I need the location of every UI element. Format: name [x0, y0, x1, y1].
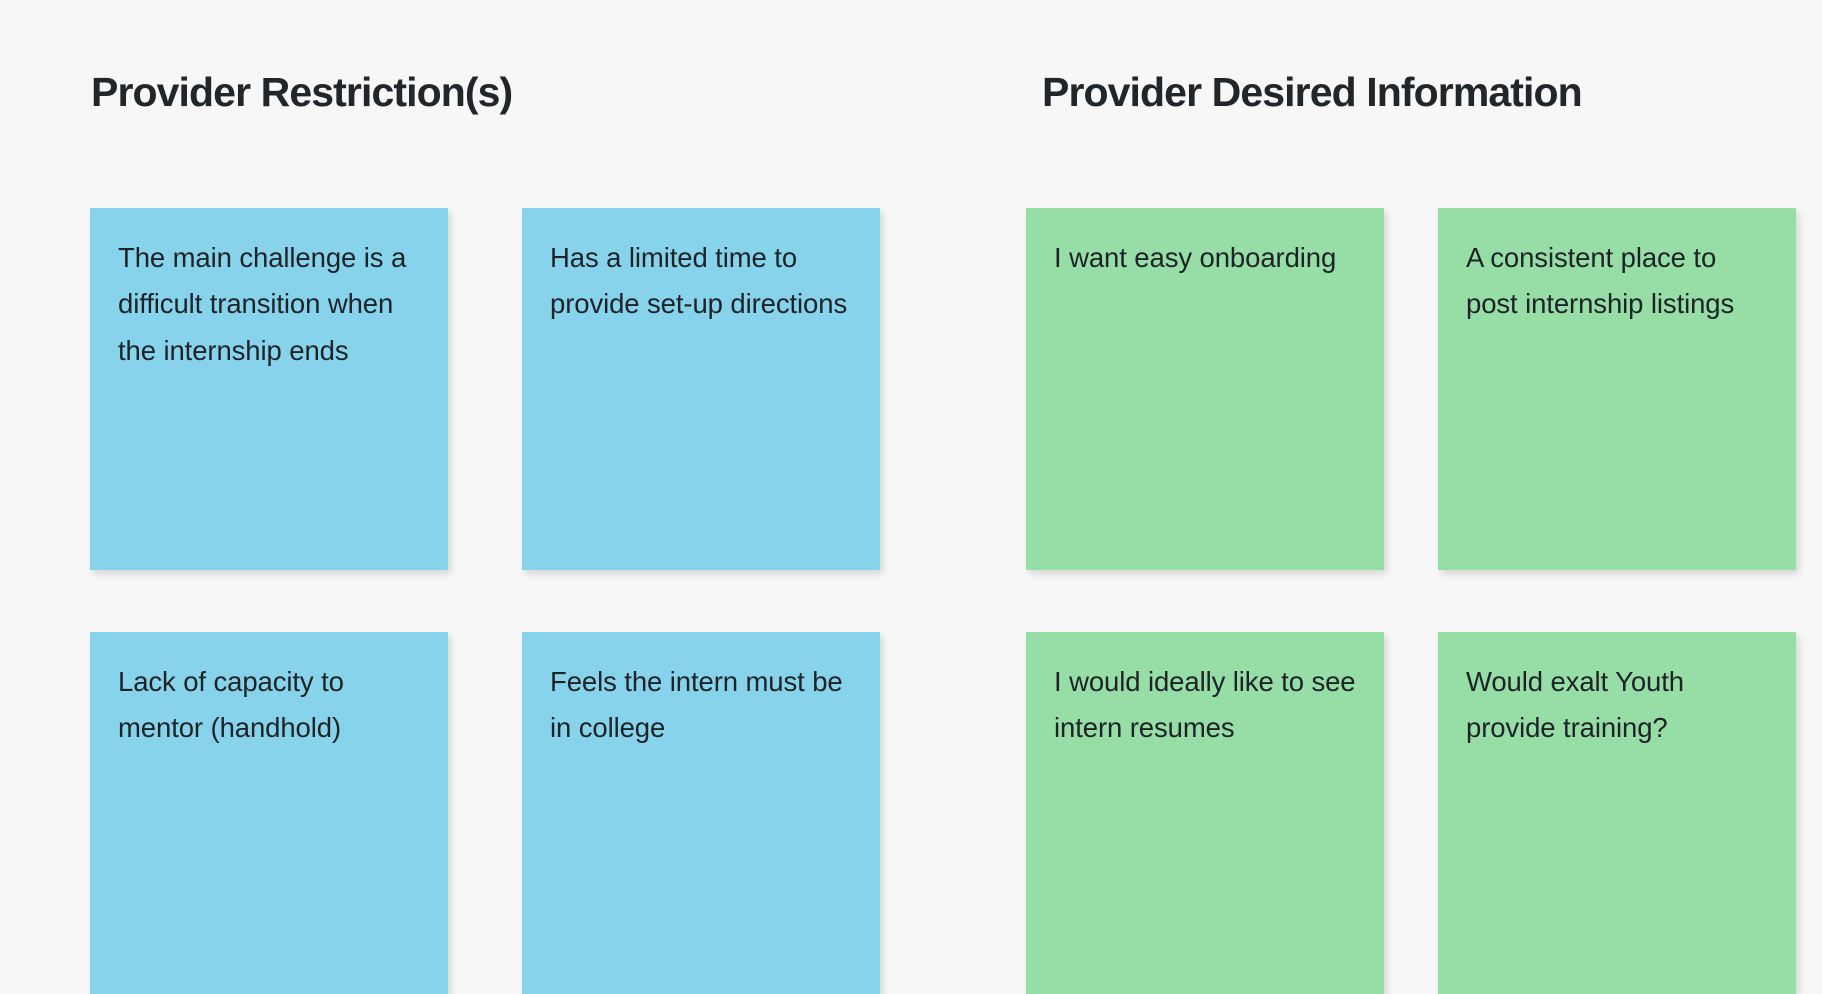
- sticky-note-restriction-3[interactable]: Lack of capacity to mentor (handhold): [90, 632, 448, 994]
- sticky-note-restriction-1[interactable]: The main challenge is a difficult transi…: [90, 208, 448, 570]
- sticky-note-text: I want easy onboarding: [1054, 242, 1337, 273]
- sticky-note-text: The main challenge is a difficult transi…: [118, 242, 407, 366]
- sticky-note-text: Lack of capacity to mentor (handhold): [118, 666, 344, 744]
- sticky-note-desired-1[interactable]: I want easy onboarding: [1026, 208, 1384, 570]
- column-heading-provider-desired-information: Provider Desired Information: [1042, 69, 1583, 115]
- sticky-note-restriction-2[interactable]: Has a limited time to provide set-up dir…: [522, 208, 880, 570]
- sticky-note-restriction-4[interactable]: Feels the intern must be in college: [522, 632, 880, 994]
- sticky-note-text: Has a limited time to provide set-up dir…: [550, 242, 848, 320]
- sticky-note-text: I would ideally like to see intern resum…: [1054, 666, 1356, 744]
- sticky-note-desired-4[interactable]: Would exalt Youth provide training?: [1438, 632, 1796, 994]
- column-heading-provider-restrictions: Provider Restriction(s): [91, 69, 513, 115]
- sticky-note-desired-2[interactable]: A consistent place to post internship li…: [1438, 208, 1796, 570]
- sticky-note-text: Feels the intern must be in college: [550, 666, 843, 744]
- sticky-note-text: A consistent place to post internship li…: [1466, 242, 1735, 320]
- sticky-note-desired-3[interactable]: I would ideally like to see intern resum…: [1026, 632, 1384, 994]
- sticky-note-text: Would exalt Youth provide training?: [1466, 666, 1684, 744]
